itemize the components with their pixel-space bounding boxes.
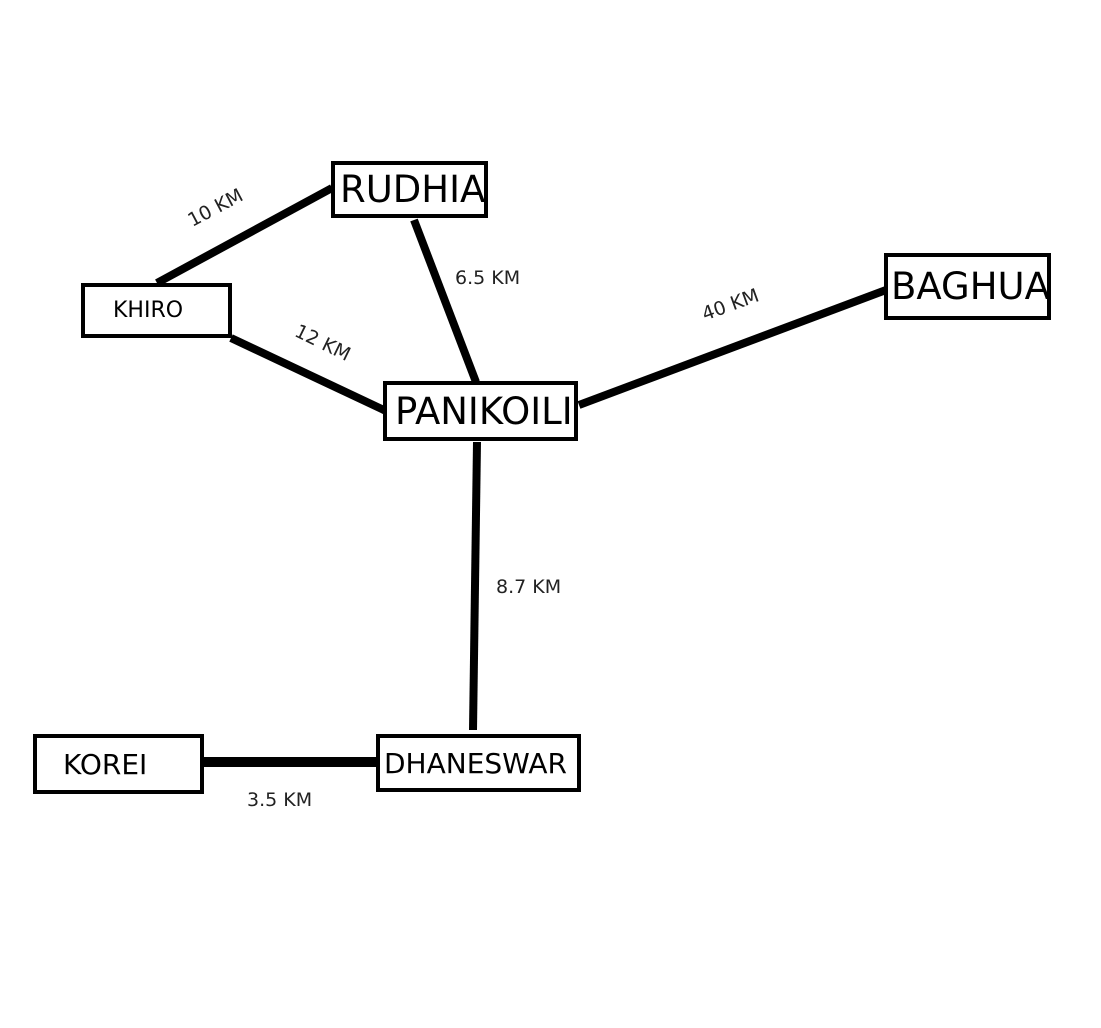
node-baghua: BAGHUA (884, 253, 1051, 320)
node-label: PANIKOILI (395, 389, 573, 433)
edge-panikoili-baghua (577, 286, 888, 409)
node-dhaneswar: DHANESWAR (376, 734, 581, 792)
node-korei: KOREI (33, 734, 204, 794)
node-label: RUDHIA (340, 168, 486, 211)
edge-panikoili-dhaneswar (469, 441, 481, 731)
node-label: DHANESWAR (384, 746, 567, 780)
node-label: KOREI (63, 747, 148, 781)
edge-label-rudhia-panikoili: 6.5 KM (455, 267, 521, 289)
node-label: KHIRO (113, 298, 184, 323)
node-panikoili: PANIKOILI (383, 381, 578, 441)
edge-khiro-rudhia (155, 184, 334, 287)
edge-label-panikoili-dhaneswar: 8.7 KM (496, 576, 562, 598)
node-label: BAGHUA (891, 265, 1050, 308)
node-rudhia: RUDHIA (331, 161, 488, 218)
node-khiro: KHIRO (81, 283, 232, 338)
edge-khiro-panikoili (229, 334, 388, 415)
edge-rudhia-panikoili (410, 218, 480, 384)
edge-label-korei-dhaneswar: 3.5 KM (247, 789, 313, 811)
